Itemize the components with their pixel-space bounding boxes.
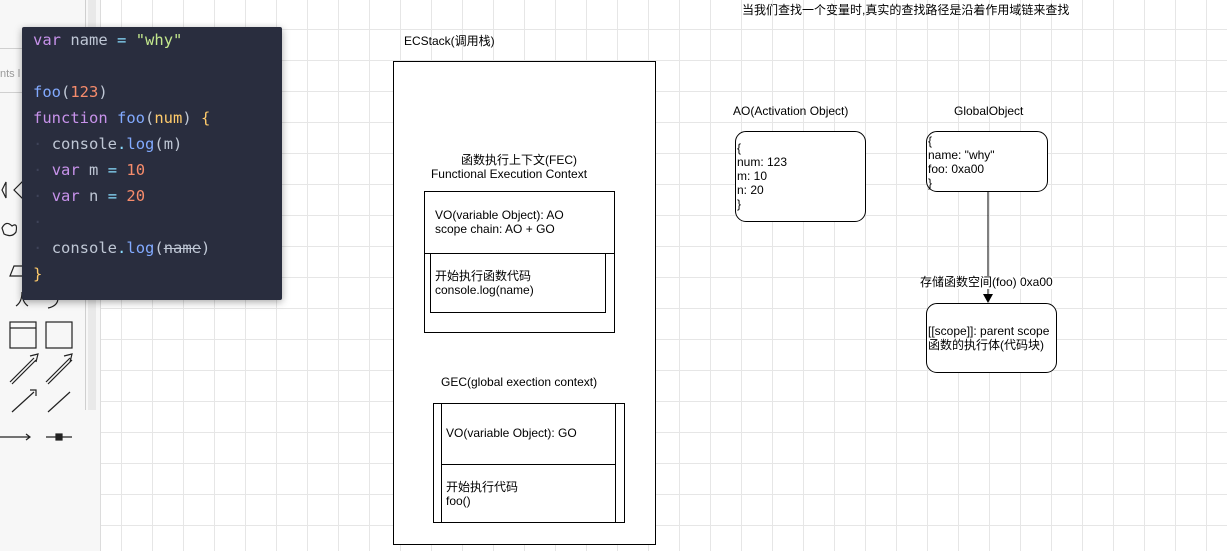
search-shapes-input[interactable]: nts l — [0, 68, 21, 80]
code-line-7: · var n = 20 — [33, 187, 146, 205]
code-object: console — [51, 239, 118, 257]
code-function: log — [126, 135, 155, 153]
go-line[interactable]: name: "why" — [928, 148, 995, 162]
gec-exec-code-text[interactable]: foo() — [446, 494, 471, 508]
gec-side-line — [615, 403, 616, 523]
fec-box[interactable] — [424, 191, 615, 333]
ao-line[interactable]: n: 20 — [737, 183, 764, 197]
fec-scope-chain-text[interactable]: scope chain: AO + GO — [435, 222, 555, 236]
code-paren: ( — [154, 135, 164, 153]
code-dot: . — [117, 135, 127, 153]
scope-chain-heading[interactable]: 当我们查找一个变量时,真实的查找路径是沿着作用域链来查找 — [742, 3, 1070, 17]
code-paren: ( — [154, 239, 164, 257]
code-operator: = — [107, 187, 118, 205]
code-brace: { — [201, 109, 211, 127]
arrow-head-icon — [983, 294, 993, 303]
gec-title[interactable]: GEC(global exection context) — [441, 375, 598, 389]
square-shape-icon — [45, 321, 73, 349]
ao-line[interactable]: { — [737, 141, 742, 155]
go-box[interactable] — [926, 131, 1048, 192]
ao-line[interactable]: m: 10 — [737, 169, 768, 183]
triangle-shape-icon — [1, 181, 7, 199]
code-brace: } — [33, 265, 43, 283]
code-number: 20 — [126, 187, 146, 205]
code-line-1: var name = "why" — [33, 31, 182, 49]
code-number: 10 — [126, 161, 146, 179]
code-keyword: var — [51, 161, 80, 179]
code-arg: m — [163, 135, 174, 153]
code-function: foo — [117, 109, 145, 127]
fec-exec-code-text[interactable]: console.log(name) — [435, 283, 534, 297]
code-arg: name — [163, 239, 202, 257]
gec-side-line — [441, 403, 442, 523]
code-keyword: function — [33, 109, 108, 127]
code-keyword: var — [33, 31, 61, 49]
go-line[interactable]: { — [928, 134, 933, 148]
function-scope-text[interactable]: [[scope]]: parent scope — [928, 324, 1050, 338]
code-editor-overlay: var name = "why" foo(123) function foo(n… — [22, 27, 282, 300]
code-paren: ( — [61, 83, 71, 101]
fec-exec-box[interactable] — [430, 253, 606, 313]
container-shape-icon — [9, 321, 37, 349]
dashed-arrow-icon — [0, 433, 31, 441]
ao-line[interactable]: } — [737, 197, 742, 211]
fec-exec-cn-text[interactable]: 开始执行函数代码 — [435, 269, 532, 283]
code-function: foo — [33, 83, 61, 101]
gec-divider — [441, 464, 615, 465]
go-title[interactable]: GlobalObject — [954, 104, 1024, 118]
code-identifier: n — [89, 187, 99, 205]
hollow-arrow-icon — [45, 353, 73, 385]
gec-vo-text[interactable]: VO(variable Object): GO — [446, 426, 577, 440]
function-body-text[interactable]: 函数的执行体(代码块) — [928, 338, 1044, 352]
ao-line[interactable]: num: 123 — [737, 155, 788, 169]
code-line-4: function foo(num) { — [33, 109, 210, 127]
cloud-shape-icon — [1, 222, 18, 237]
line-icon — [47, 391, 71, 413]
code-line-10: } — [33, 265, 42, 283]
code-line-5: · console.log(m) — [33, 135, 183, 153]
code-identifier: name — [70, 31, 108, 49]
code-operator: = — [107, 161, 118, 179]
code-paren: ( — [145, 109, 155, 127]
function-space-label[interactable]: 存储函数空间(foo) 0xa00 — [920, 275, 1053, 289]
code-paren: ) — [201, 239, 211, 257]
code-line-8: · — [33, 213, 43, 231]
ao-title[interactable]: AO(Activation Object) — [733, 104, 849, 118]
code-paren: ) — [182, 109, 192, 127]
code-line-6: · var m = 10 — [33, 161, 146, 179]
fec-title-cn[interactable]: 函数执行上下文(FEC) — [461, 153, 577, 167]
code-operator: = — [117, 31, 127, 49]
fec-title-en[interactable]: Functional Execution Context — [430, 167, 588, 181]
code-param: num — [154, 109, 183, 127]
code-line-3: foo(123) — [33, 83, 108, 101]
code-keyword: var — [51, 187, 80, 205]
code-object: console — [51, 135, 118, 153]
gec-box[interactable] — [433, 403, 625, 523]
function-object-box[interactable] — [926, 303, 1057, 373]
fec-vo-text[interactable]: VO(variable Object): AO — [435, 208, 564, 222]
arrow-icon — [11, 389, 37, 413]
ao-box[interactable] — [735, 131, 866, 222]
code-function: log — [126, 239, 155, 257]
go-line[interactable]: } — [928, 176, 933, 190]
code-paren: ) — [173, 135, 183, 153]
ecstack-label[interactable]: ECStack(调用栈) — [404, 34, 495, 48]
go-line[interactable]: foo: 0xa00 — [928, 162, 985, 176]
code-string: "why" — [135, 31, 183, 49]
code-dot: . — [117, 239, 127, 257]
gec-exec-cn-text[interactable]: 开始执行代码 — [446, 480, 519, 494]
code-line-9: · console.log(name) — [33, 239, 211, 257]
code-identifier: m — [89, 161, 99, 179]
code-paren: ) — [98, 83, 108, 101]
double-arrow-icon — [9, 353, 39, 385]
code-number: 123 — [70, 83, 99, 101]
